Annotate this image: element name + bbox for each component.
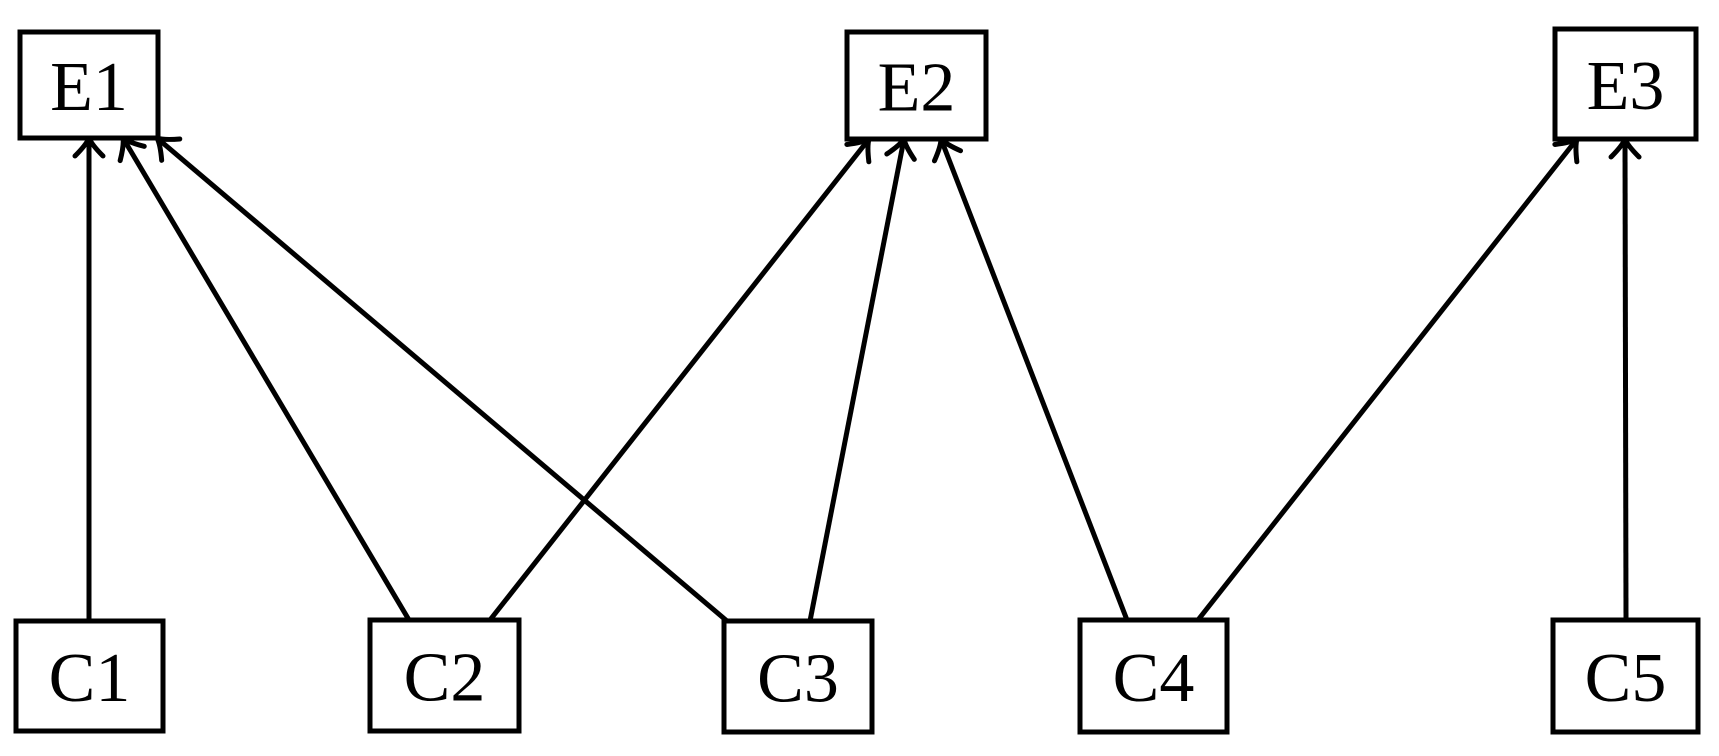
node-box-C1 (13, 618, 166, 734)
node-label-C2: C2 (404, 640, 486, 717)
node-label-E2: E2 (878, 50, 956, 127)
node-label-C1: C1 (49, 640, 131, 717)
edge-arrow-C2-E2 (488, 139, 869, 622)
node-label-E3: E3 (1587, 48, 1665, 125)
node-label-C3: C3 (757, 641, 839, 718)
node-label-E1: E1 (50, 49, 128, 126)
edge-arrow-C5-E3 (1625, 139, 1626, 621)
edge-arrow-C3-E2 (807, 139, 904, 622)
edge-arrow-C2-E1 (123, 138, 412, 622)
node-label-C5: C5 (1585, 640, 1667, 717)
node-box-C4 (1077, 617, 1230, 735)
node-box-C3 (721, 618, 875, 735)
node-box-E3 (1552, 26, 1699, 142)
node-box-E1 (17, 29, 161, 141)
edge-arrow-C3-E1 (157, 138, 729, 623)
node-box-C2 (367, 617, 522, 734)
edge-arrow-C4-E2 (941, 139, 1130, 621)
node-box-E2 (844, 29, 989, 142)
node-box-C5 (1550, 617, 1701, 735)
node-label-C4: C4 (1113, 640, 1195, 717)
edges-layer (89, 138, 1626, 623)
edge-arrow-C4-E3 (1196, 139, 1577, 622)
